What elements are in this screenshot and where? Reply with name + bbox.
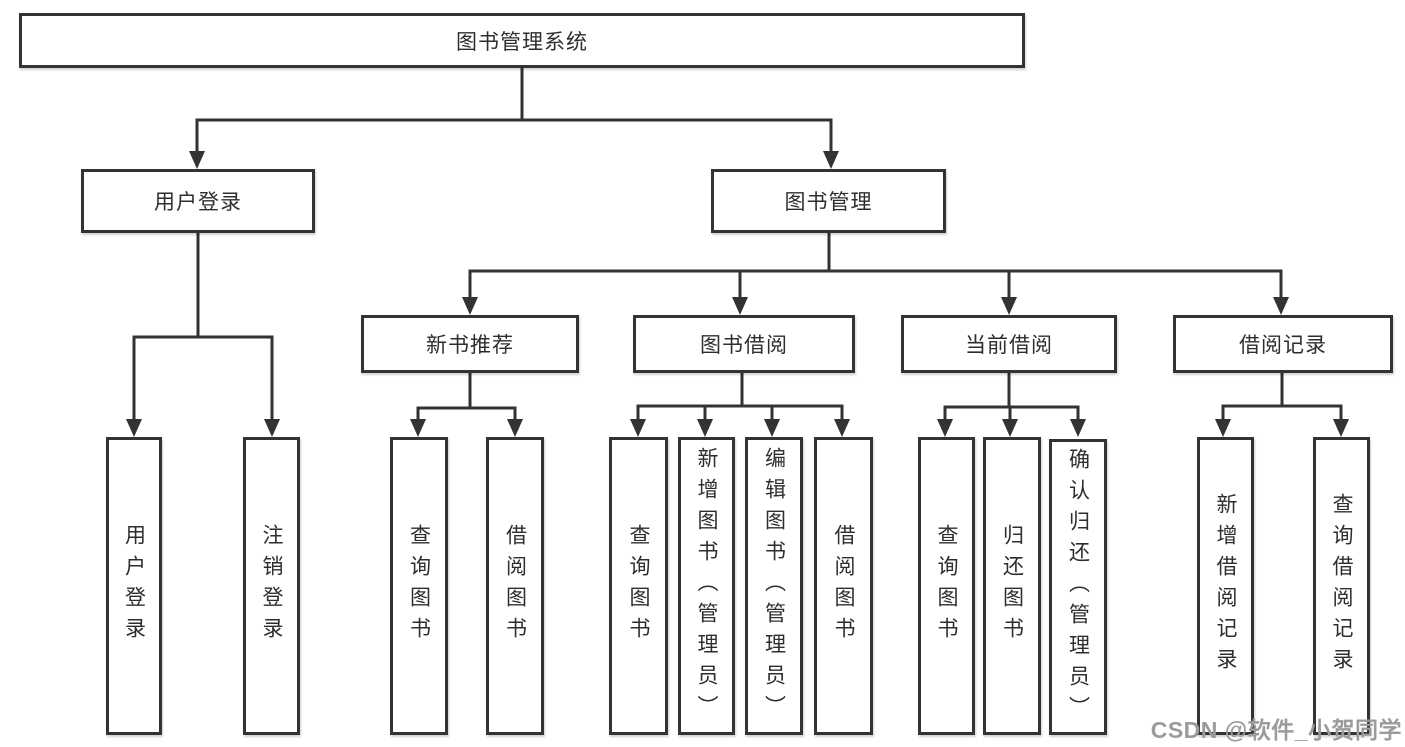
node-library-management-system: 图书管理系统 xyxy=(19,13,1025,68)
node-label: 借阅图书 xyxy=(503,524,527,648)
node-label: 确认归还（管理员） xyxy=(1066,447,1090,727)
node-label: 查询图书 xyxy=(627,524,650,648)
node-current-borrowing: 当前借阅 xyxy=(901,315,1117,373)
leaf-confirm-return-admin: 确认归还（管理员） xyxy=(1049,439,1107,735)
node-label: 归还图书 xyxy=(1000,524,1024,648)
connector-lines xyxy=(132,66,1343,422)
node-label: 编辑图书（管理员） xyxy=(762,446,786,726)
node-label: 查询借阅记录 xyxy=(1330,493,1353,679)
arrow-down-icon xyxy=(1001,297,1017,315)
arrow-down-icon xyxy=(732,297,748,315)
node-label: 借阅图书 xyxy=(832,524,855,648)
csdn-watermark: CSDN @软件_小贺同学 xyxy=(1150,717,1402,743)
arrow-down-icon xyxy=(1215,419,1231,437)
leaf-user-login: 用户登录 xyxy=(106,437,162,735)
arrow-down-icon xyxy=(462,297,478,315)
arrow-down-icon xyxy=(189,151,205,169)
leaf-edit-book-admin: 编辑图书（管理员） xyxy=(745,437,803,735)
node-label: 查询图书 xyxy=(935,524,958,648)
node-label: 查询图书 xyxy=(407,524,431,648)
arrow-down-icon xyxy=(1002,419,1018,437)
arrow-down-icon xyxy=(1333,419,1349,437)
arrow-down-icon xyxy=(126,419,142,437)
node-label: 图书管理 xyxy=(784,191,873,214)
node-borrowing-records: 借阅记录 xyxy=(1173,315,1393,373)
leaf-borrow-books-2: 借阅图书 xyxy=(814,437,873,735)
arrow-down-icon xyxy=(264,419,280,437)
arrow-down-icon xyxy=(697,419,713,437)
node-label: 用户登录 xyxy=(154,191,242,214)
leaf-query-books-2: 查询图书 xyxy=(609,437,668,735)
leaf-query-books-3: 查询图书 xyxy=(918,437,975,735)
arrow-down-icon xyxy=(1070,419,1086,437)
leaf-borrow-books: 借阅图书 xyxy=(486,437,544,735)
leaf-add-borrow-record: 新增借阅记录 xyxy=(1197,437,1254,735)
arrow-down-icon xyxy=(1273,297,1289,315)
arrow-down-icon xyxy=(834,419,850,437)
node-book-management: 图书管理 xyxy=(711,169,946,233)
arrow-down-icon xyxy=(630,419,646,437)
leaf-return-books: 归还图书 xyxy=(983,437,1041,735)
arrow-down-icon xyxy=(937,419,953,437)
arrow-down-icon xyxy=(507,419,523,437)
node-label: 新书推荐 xyxy=(426,334,514,357)
node-book-borrowing: 图书借阅 xyxy=(633,315,855,373)
node-label: 借阅记录 xyxy=(1239,334,1327,357)
arrow-down-icon xyxy=(410,419,426,437)
arrow-down-icon xyxy=(764,419,780,437)
leaf-query-books: 查询图书 xyxy=(390,437,448,735)
node-new-book-recommendation: 新书推荐 xyxy=(361,315,579,373)
leaf-query-borrow-record: 查询借阅记录 xyxy=(1313,437,1370,735)
arrow-down-icon xyxy=(823,151,839,169)
node-label: 新增图书（管理员） xyxy=(695,446,718,726)
arrowheads xyxy=(126,151,1349,437)
node-user-login: 用户登录 xyxy=(81,169,315,233)
node-label: 当前借阅 xyxy=(965,334,1053,357)
node-label: 用户登录 xyxy=(122,524,146,648)
node-label: 注销登录 xyxy=(260,524,283,648)
node-label: 新增借阅记录 xyxy=(1214,493,1237,679)
leaf-add-book-admin: 新增图书（管理员） xyxy=(678,437,735,735)
leaf-logout: 注销登录 xyxy=(243,437,300,735)
node-label: 图书管理系统 xyxy=(456,30,588,54)
node-label: 图书借阅 xyxy=(700,334,788,357)
